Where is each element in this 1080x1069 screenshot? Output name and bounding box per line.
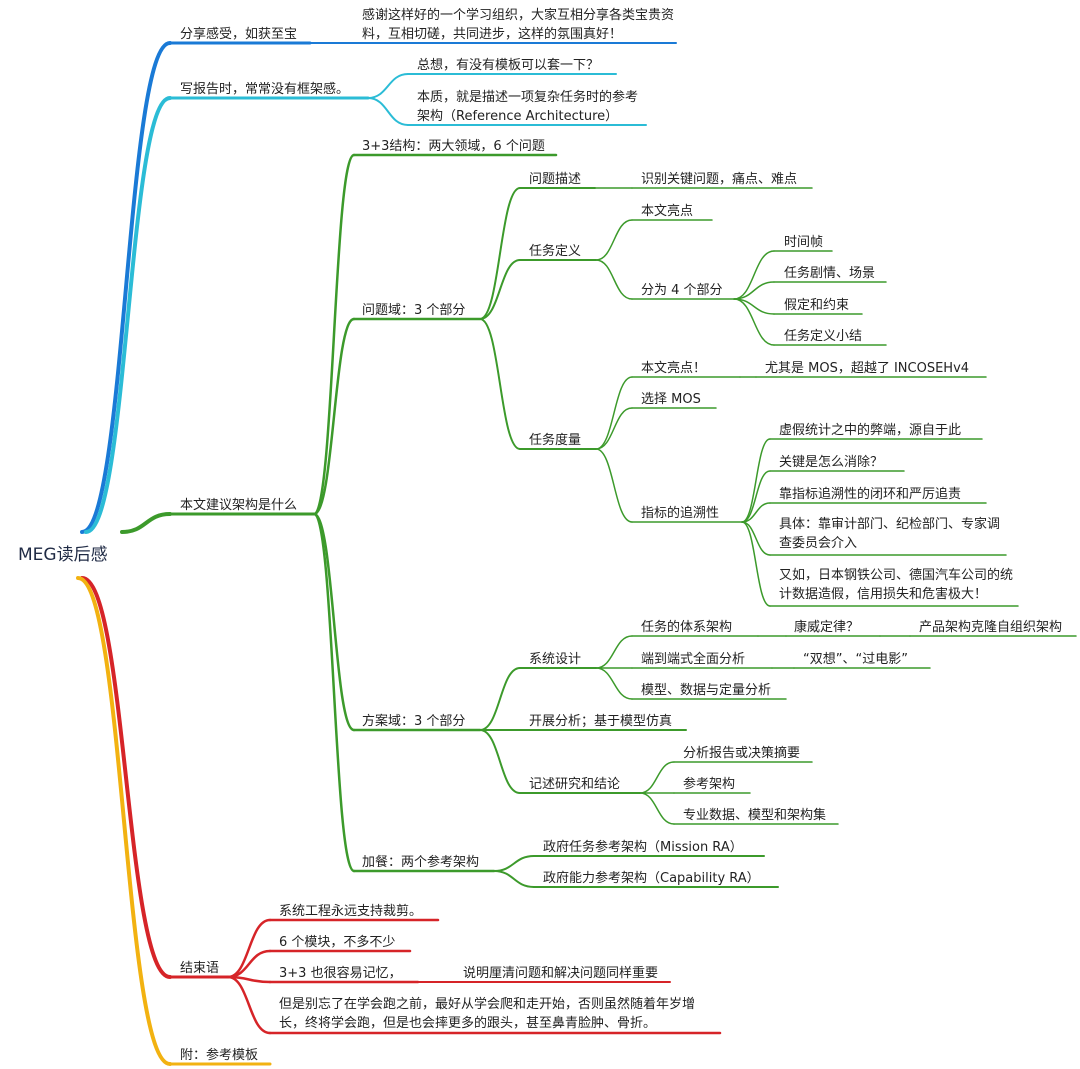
node-select-mos[interactable]: 选择 MOS xyxy=(641,392,701,407)
node-traceability[interactable]: 指标的追溯性 xyxy=(641,506,720,521)
link-fake-stats xyxy=(741,438,771,523)
node-professional-data[interactable]: 专业数据、模型和架构集 xyxy=(683,808,827,823)
node-report-answer[interactable]: 本质，就是描述一项复杂任务时的参考架构（Reference Architectu… xyxy=(417,90,639,124)
link-professional-data xyxy=(639,792,675,825)
node-report-question[interactable]: 总想，有没有模板可以套一下？ xyxy=(417,58,600,73)
node-problem-description-detail[interactable]: 识别关键问题，痛点、难点 xyxy=(641,172,798,187)
node-highlight-2[interactable]: 本文亮点！ xyxy=(641,361,707,376)
node-problem-domain[interactable]: 问题域：3 个部分 xyxy=(362,303,466,318)
node-clarify[interactable]: 说明厘清问题和解决问题同样重要 xyxy=(463,966,659,981)
node-conway[interactable]: 康威定律？ xyxy=(794,620,860,635)
link-scenario xyxy=(733,281,775,300)
link-concrete xyxy=(741,521,771,556)
node-concrete[interactable]: 具体：靠审计部门、纪检部门、专家调查委员会介入 xyxy=(779,517,1001,551)
link-highlight-2 xyxy=(595,376,633,450)
node-reference-architecture[interactable]: 参考架构 xyxy=(683,777,736,792)
node-share-detail[interactable]: 感谢这样好的一个学习组织，大家互相分享各类宝贵资料，互相切磋，共同进步，这样的氛… xyxy=(362,8,675,42)
link-mission-ra xyxy=(493,855,535,872)
node-conclusion[interactable]: 结束语 xyxy=(180,961,220,976)
link-structure xyxy=(312,153,356,516)
node-report-summary[interactable]: 分析报告或决策摘要 xyxy=(683,746,801,761)
node-structure[interactable]: 3+3结构：两大领域，6 个问题 xyxy=(362,139,545,154)
link-report-question xyxy=(367,73,409,99)
link-time-frame xyxy=(733,250,775,300)
node-architecture[interactable]: 本文建议架构是什么 xyxy=(180,498,298,513)
link-problem-description xyxy=(479,187,521,320)
node-record[interactable]: 记述研究和结论 xyxy=(529,777,621,792)
node-system-design[interactable]: 系统设计 xyxy=(529,652,582,667)
node-end-to-end[interactable]: 端到端式全面分析 xyxy=(641,652,746,667)
branch-share xyxy=(80,41,172,534)
link-report-answer xyxy=(367,97,409,126)
node-report[interactable]: 写报告时，常常没有框架感。 xyxy=(180,82,350,97)
node-time-frame[interactable]: 时间帧 xyxy=(784,235,824,250)
link-summary xyxy=(733,298,775,346)
branch-report xyxy=(84,96,172,534)
node-mos-note[interactable]: 尤其是 MOS，超越了 INCOSEHv4 xyxy=(765,361,970,376)
node-scenario[interactable]: 任务剧情、场景 xyxy=(784,266,876,281)
branch-conclusion xyxy=(80,576,172,979)
node-end-to-end-detail[interactable]: “双想”、“过电影” xyxy=(803,652,908,667)
node-capability-ra[interactable]: 政府能力参考架构（Capability RA） xyxy=(543,871,760,886)
link-dont-forget xyxy=(226,975,272,1035)
node-solution-domain[interactable]: 方案域：3 个部分 xyxy=(362,714,466,729)
node-conway-detail[interactable]: 产品架构克隆自组织架构 xyxy=(919,620,1063,635)
link-tailor xyxy=(226,918,272,979)
link-task-architecture xyxy=(595,635,633,669)
link-key-eliminate xyxy=(741,470,771,523)
node-highlight[interactable]: 本文亮点 xyxy=(641,204,694,219)
link-closed-loop xyxy=(741,502,771,523)
branch-architecture xyxy=(120,512,172,534)
link-system-design xyxy=(479,667,521,731)
node-appendix[interactable]: 附：参考模板 xyxy=(180,1048,259,1063)
link-problem-domain xyxy=(312,317,356,516)
link-task-definition xyxy=(479,259,521,320)
node-summary[interactable]: 任务定义小结 xyxy=(784,329,863,344)
node-assumptions[interactable]: 假定和约束 xyxy=(784,298,850,313)
node-closed-loop[interactable]: 靠指标追溯性的闭环和严厉追责 xyxy=(779,487,962,502)
link-model-data xyxy=(595,667,633,700)
node-example[interactable]: 又如，日本钢铁公司、德国汽车公司的统计数据造假，信用损失和危害极大！ xyxy=(779,568,1014,602)
node-task-measure[interactable]: 任务度量 xyxy=(529,433,582,448)
node-mission-ra[interactable]: 政府任务参考架构（Mission RA） xyxy=(543,840,743,855)
link-highlight xyxy=(595,219,633,261)
link-six-modules xyxy=(226,949,272,979)
branch-appendix xyxy=(76,576,172,1066)
node-bonus[interactable]: 加餐：两个参考架构 xyxy=(362,855,480,870)
link-traceability xyxy=(595,448,633,523)
link-record xyxy=(479,729,521,794)
node-model-data[interactable]: 模型、数据与定量分析 xyxy=(641,683,772,698)
link-solution-domain xyxy=(312,512,356,732)
link-select-mos xyxy=(595,407,633,450)
node-key-eliminate[interactable]: 关键是怎么消除？ xyxy=(779,455,884,470)
node-problem-description[interactable]: 问题描述 xyxy=(529,172,582,187)
node-share[interactable]: 分享感受，如获至宝 xyxy=(180,27,298,42)
node-tailor[interactable]: 系统工程永远支持裁剪。 xyxy=(279,904,423,919)
node-dont-forget[interactable]: 但是别忘了在学会跑之前，最好从学会爬和走开始，否则虽然随着年岁增长，终将学会跑，… xyxy=(279,997,696,1031)
node-fake-stats[interactable]: 虚假统计之中的弊端，源自于此 xyxy=(779,423,962,438)
node-six-modules[interactable]: 6 个模块，不多不少 xyxy=(279,935,396,950)
node-easy-remember[interactable]: 3+3 也很容易记忆， xyxy=(279,966,402,981)
link-example xyxy=(741,521,771,607)
node-analysis[interactable]: 开展分析；基于模型仿真 xyxy=(529,714,673,729)
link-capability-ra xyxy=(493,870,535,888)
root-node[interactable]: MEG读后感 xyxy=(18,545,108,565)
node-task-architecture[interactable]: 任务的体系架构 xyxy=(641,620,733,635)
link-bonus xyxy=(312,512,356,873)
link-report-summary xyxy=(639,761,675,794)
link-four-parts xyxy=(595,259,633,300)
link-task-measure xyxy=(479,318,521,450)
node-four-parts[interactable]: 分为 4 个部分 xyxy=(641,283,723,298)
node-task-definition[interactable]: 任务定义 xyxy=(529,244,582,259)
